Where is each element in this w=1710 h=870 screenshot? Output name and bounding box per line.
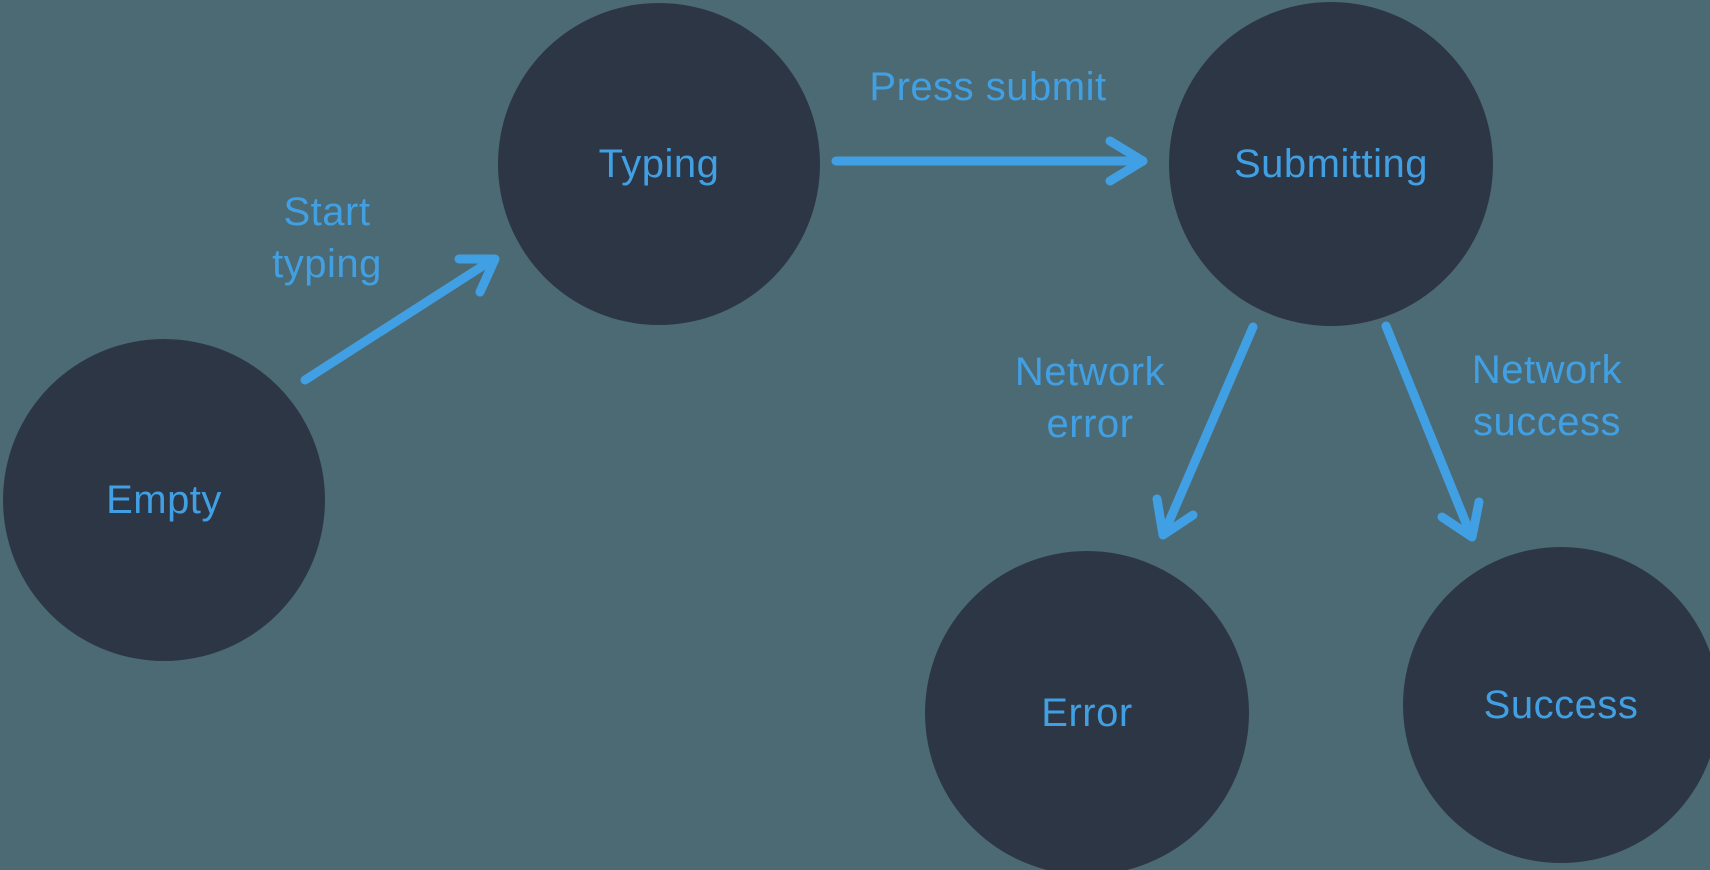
edge-arrow-submitting-to-success xyxy=(1381,321,1484,542)
arrow-head-icon xyxy=(1152,494,1198,540)
state-node-empty: Empty xyxy=(3,339,325,661)
edge-label-start-typing: Start typing xyxy=(272,190,382,286)
state-node-label: Typing xyxy=(598,141,720,186)
edge-label-press-submit: Press submit xyxy=(869,65,1107,109)
state-node-submitting: Submitting xyxy=(1169,2,1493,326)
state-node-label: Empty xyxy=(106,477,222,522)
arrow-head-icon xyxy=(1105,136,1148,186)
state-node-success: Success xyxy=(1403,547,1710,863)
arrow-shaft xyxy=(1160,322,1258,536)
edge-label-network-success: Network success xyxy=(1471,348,1623,444)
arrow-shaft xyxy=(1381,321,1473,533)
arrow-head-icon xyxy=(1437,497,1484,542)
state-node-label: Submitting xyxy=(1234,141,1428,186)
state-node-typing: Typing xyxy=(498,3,820,325)
edge-arrow-typing-to-submitting xyxy=(831,136,1148,186)
arrow-head-icon xyxy=(454,254,500,297)
edge-arrow-empty-to-typing xyxy=(300,254,500,385)
edge-arrow-submitting-to-error xyxy=(1152,322,1258,540)
state-node-label: Error xyxy=(1041,690,1133,735)
state-node-error: Error xyxy=(925,551,1249,870)
state-node-label: Success xyxy=(1483,682,1639,727)
edge-label-network-error: Network error xyxy=(1014,350,1166,446)
arrow-shaft xyxy=(300,255,497,385)
